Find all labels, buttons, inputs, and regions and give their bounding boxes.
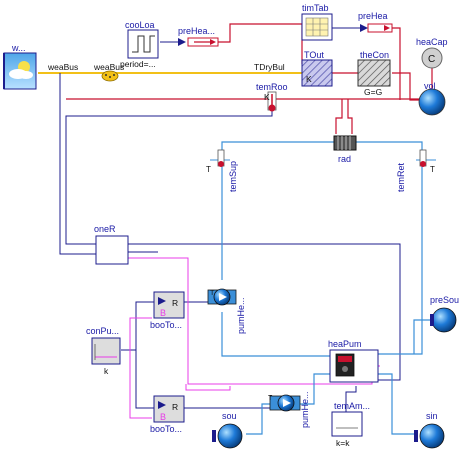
- bus-connector-icon[interactable]: [101, 70, 119, 82]
- presou-block[interactable]: preSou: [430, 295, 459, 333]
- prehea-1-label: preHea...: [178, 26, 215, 36]
- tout-label: TOut: [304, 50, 324, 60]
- conpu-label: conPu...: [86, 326, 119, 336]
- pump-1-label: pumHe...: [236, 297, 246, 334]
- pump-1-t: T: [210, 290, 215, 297]
- pump-2-label: pumHe...: [300, 391, 310, 428]
- conpu-block[interactable]: conPu... k: [86, 326, 121, 376]
- heat-line-rad2: [347, 99, 353, 134]
- sin-block[interactable]: sin: [414, 411, 445, 449]
- prehea-2-block[interactable]: preHea: [358, 11, 393, 33]
- boolean-line-heapum: [185, 384, 231, 391]
- signal-line-oner-out: [128, 243, 401, 381]
- booto-2-b: B: [160, 412, 166, 422]
- coolo-period: period=...: [120, 59, 156, 69]
- temroo-sensor[interactable]: temRoo K: [256, 82, 288, 112]
- heat-line-preHea-vol: [392, 27, 401, 100]
- signal-line-conpu-boo2: [135, 350, 154, 409]
- temret-sensor[interactable]: T temRet: [396, 149, 436, 192]
- timtab-block[interactable]: timTab: [301, 3, 333, 41]
- heapum-label: heaPum: [328, 339, 362, 349]
- booto-1-label: booTo...: [150, 320, 182, 330]
- weather-label: w...: [11, 43, 26, 53]
- fluid-line-pump1-heapum: [221, 312, 330, 357]
- oner-block[interactable]: oneR: [94, 224, 129, 265]
- booto-1-block[interactable]: R B booTo...: [150, 291, 185, 330]
- tout-block[interactable]: TOut K: [301, 50, 333, 87]
- signal-line-temroo-oner: [65, 110, 273, 245]
- oner-label: oneR: [94, 224, 116, 234]
- vol-block[interactable]: vol: [418, 81, 446, 116]
- temam-label: temAm...: [334, 401, 370, 411]
- fluid-line-return: [352, 141, 423, 355]
- temret-t: T: [430, 165, 435, 174]
- tout-k: K: [306, 74, 312, 84]
- thecon-block[interactable]: theCon G=G: [357, 50, 391, 97]
- thecon-gg: G=G: [364, 87, 382, 97]
- vol-label: vol: [424, 81, 436, 91]
- temsup-label: temSup: [228, 161, 238, 192]
- pump-2-t: T: [268, 395, 273, 402]
- booto-1-b: B: [160, 308, 166, 318]
- presou-label: preSou: [430, 295, 459, 305]
- fluid-line-pump2-heapum: [300, 373, 330, 405]
- temroo-k: K: [264, 92, 270, 102]
- pump-1-block[interactable]: T pumHe...: [207, 288, 246, 334]
- temsup-sensor[interactable]: T temSup: [206, 149, 238, 192]
- boolean-line-boo2: [129, 350, 152, 419]
- temsup-t: T: [206, 165, 211, 174]
- sou-block[interactable]: sou: [212, 411, 243, 449]
- heacap-label: heaCap: [416, 37, 448, 47]
- thecon-label: theCon: [360, 50, 389, 60]
- heat-line-thecon-vol: [392, 72, 420, 101]
- booto-2-label: booTo...: [150, 424, 182, 434]
- coolo-block[interactable]: cooLoa period=...: [120, 20, 159, 69]
- temret-label: temRet: [396, 162, 406, 192]
- booto-2-r: R: [172, 402, 178, 412]
- coolo-label: cooLoa: [125, 20, 155, 30]
- temam-k: k=k: [336, 438, 350, 448]
- tdrybul-label: TDryBul: [254, 62, 285, 72]
- heacap-symbol: C: [428, 54, 435, 65]
- heat-line-rad: [335, 99, 343, 134]
- weather-block[interactable]: w...: [3, 43, 37, 90]
- connections: [38, 23, 433, 435]
- heapum-block[interactable]: heaPum: [328, 339, 379, 383]
- rad-label: rad: [338, 154, 351, 164]
- fluid-line-supply: [221, 141, 336, 280]
- heat-line-top: [218, 23, 303, 64]
- signal-line-temam: [345, 386, 357, 414]
- booto-1-r: R: [172, 298, 178, 308]
- fluid-line-presou: [413, 319, 430, 354]
- temroo-label: temRoo: [256, 82, 288, 92]
- heacap-block[interactable]: C heaCap: [416, 37, 448, 69]
- sin-label: sin: [426, 411, 438, 421]
- weabus-label-2: weaBus: [93, 62, 124, 72]
- prehea-2-label: preHea: [358, 11, 388, 21]
- fluid-line-heapum-sin: [378, 373, 418, 435]
- booto-2-block[interactable]: R B booTo...: [150, 395, 185, 434]
- sou-label: sou: [222, 411, 237, 421]
- pump-2-block[interactable]: T pumHe...: [268, 391, 310, 428]
- signal-line-conpu-boo1: [121, 301, 154, 351]
- timtab-label: timTab: [302, 3, 329, 13]
- temam-block[interactable]: temAm... k=k: [331, 401, 370, 448]
- signal-line-weabus-oner: [59, 73, 96, 255]
- conpu-k: k: [104, 366, 109, 376]
- rad-block[interactable]: rad: [333, 135, 357, 164]
- boolean-line-boo1: [129, 317, 152, 350]
- prehea-1-block[interactable]: preHea...: [178, 26, 219, 47]
- weabus-label: weaBus: [47, 62, 78, 72]
